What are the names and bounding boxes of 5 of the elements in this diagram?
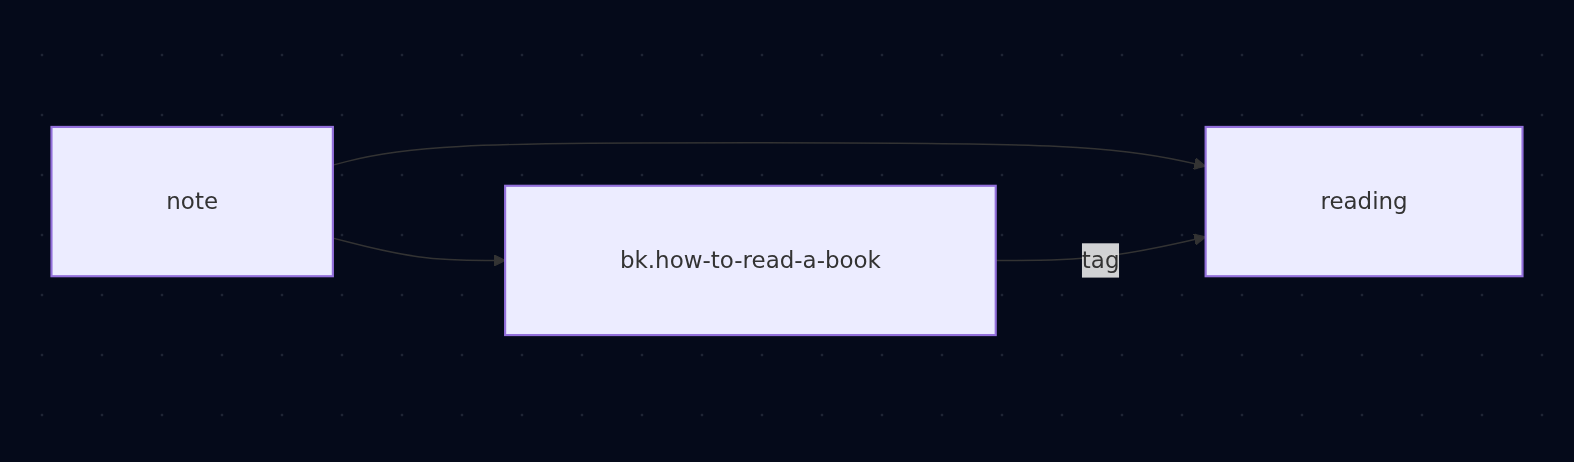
node-box: reading — [1204, 125, 1524, 278]
edge-label: tag — [1081, 246, 1120, 274]
node-box: bk.how-to-read-a-book — [504, 184, 997, 337]
arrow — [332, 237, 506, 267]
node-box: note — [50, 125, 334, 278]
